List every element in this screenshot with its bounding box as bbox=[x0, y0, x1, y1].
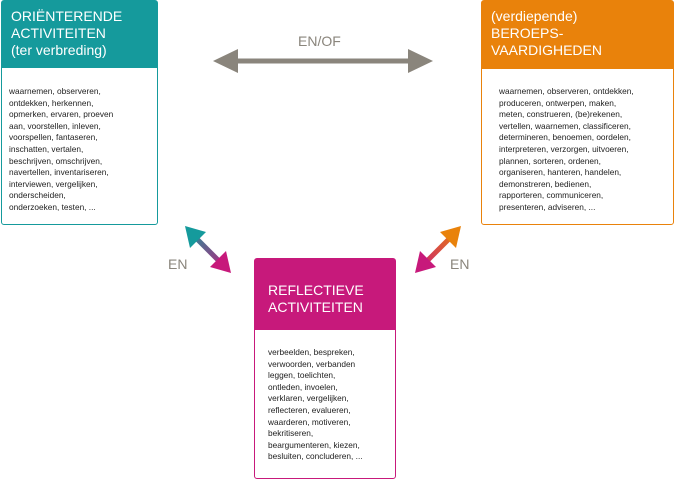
list-item: reflecteren, evalueren, bbox=[268, 404, 351, 415]
list-item: beargumenteren, kiezen, bbox=[268, 439, 360, 450]
list-item: demonstreren, bedienen, bbox=[499, 178, 592, 189]
list-item: produceren, ontwerpen, maken, bbox=[499, 97, 617, 108]
list-item: meten, construeren, (be)rekenen, bbox=[499, 109, 623, 120]
list-item: interpreteren, verzorgen, uitvoeren, bbox=[499, 143, 629, 154]
list-item: organiseren, hanteren, handelen, bbox=[499, 167, 622, 178]
list-item: leggen, toelichten, bbox=[268, 370, 336, 381]
connector-label-left: EN bbox=[168, 256, 188, 272]
list-item: opmerken, ervaren, proeven bbox=[9, 109, 114, 120]
list-item: navertellen, inventariseren, bbox=[9, 167, 109, 178]
professional-skills-box: (verdiepende) BEROEPS- VAARDIGHEDEN waar… bbox=[481, 0, 674, 225]
box-title-line: ORIËNTERENDE bbox=[11, 8, 123, 24]
professional-skills-header: (verdiepende) BEROEPS- VAARDIGHEDEN bbox=[482, 1, 673, 69]
connector-label-top: EN/OF bbox=[298, 33, 341, 49]
list-item: aan, voorstellen, inleven, bbox=[9, 120, 101, 131]
list-item: ontleden, invoelen, bbox=[268, 381, 338, 392]
list-item: onderzoeken, testen, ... bbox=[9, 201, 96, 212]
box-title-line: ACTIVITEITEN bbox=[268, 299, 363, 315]
box-title-line: REFLECTIEVE bbox=[268, 282, 364, 298]
reflective-activities-list: verbeelden, bespreken, verwoorden, verba… bbox=[255, 330, 395, 463]
professional-skills-list: waarnemen, observeren, ontdekken, produc… bbox=[482, 69, 673, 214]
list-item: beschrijven, omschrijven, bbox=[9, 155, 103, 166]
list-item: verklaren, vergelijken, bbox=[268, 393, 349, 404]
list-item: besluiten, concluderen, ... bbox=[268, 451, 363, 462]
reflective-activities-box: REFLECTIEVE ACTIVITEITEN verbeelden, bes… bbox=[254, 258, 396, 479]
connector-label-right: EN bbox=[450, 256, 470, 272]
box-title-line: BEROEPS- bbox=[491, 25, 564, 41]
list-item: bekritiseren, bbox=[268, 428, 314, 439]
list-item: plannen, sorteren, ordenen, bbox=[499, 155, 601, 166]
list-item: presenteren, adviseren, ... bbox=[499, 201, 596, 212]
list-item: onderscheiden, bbox=[9, 190, 66, 201]
orienting-activities-header: ORIËNTERENDE ACTIVITEITEN (ter verbredin… bbox=[2, 1, 157, 68]
orienting-activities-box: ORIËNTERENDE ACTIVITEITEN (ter verbredin… bbox=[1, 0, 158, 225]
list-item: rapporteren, communiceren, bbox=[499, 190, 604, 201]
list-item: waarderen, motiveren, bbox=[268, 416, 351, 427]
list-item: ontdekken, herkennen, bbox=[9, 97, 94, 108]
list-item: waarnemen, observeren, ontdekken, bbox=[499, 86, 634, 96]
box-title-line: (verdiepende) bbox=[491, 8, 578, 24]
box-title-line: (ter verbreding) bbox=[11, 42, 107, 58]
double-arrow-top bbox=[213, 49, 433, 73]
list-item: vertellen, waarnemen, classificeren, bbox=[499, 120, 631, 131]
list-item: voorspellen, fantaseren, bbox=[9, 132, 98, 143]
list-item: determineren, benoemen, oordelen, bbox=[499, 132, 631, 143]
box-title-line: VAARDIGHEDEN bbox=[491, 42, 602, 58]
double-arrow-left bbox=[185, 226, 231, 273]
list-item: verwoorden, verbanden bbox=[268, 358, 356, 369]
list-item: inschatten, vertalen, bbox=[9, 143, 84, 154]
reflective-activities-header: REFLECTIEVE ACTIVITEITEN bbox=[255, 259, 395, 330]
list-item: waarnemen, observeren, bbox=[9, 86, 101, 96]
double-arrow-right bbox=[415, 226, 461, 273]
box-title-line: ACTIVITEITEN bbox=[11, 25, 106, 41]
list-item: interviewen, vergelijken, bbox=[9, 178, 98, 189]
list-item: verbeelden, bespreken, bbox=[268, 347, 355, 357]
orienting-activities-list: waarnemen, observeren, ontdekken, herken… bbox=[2, 68, 157, 214]
